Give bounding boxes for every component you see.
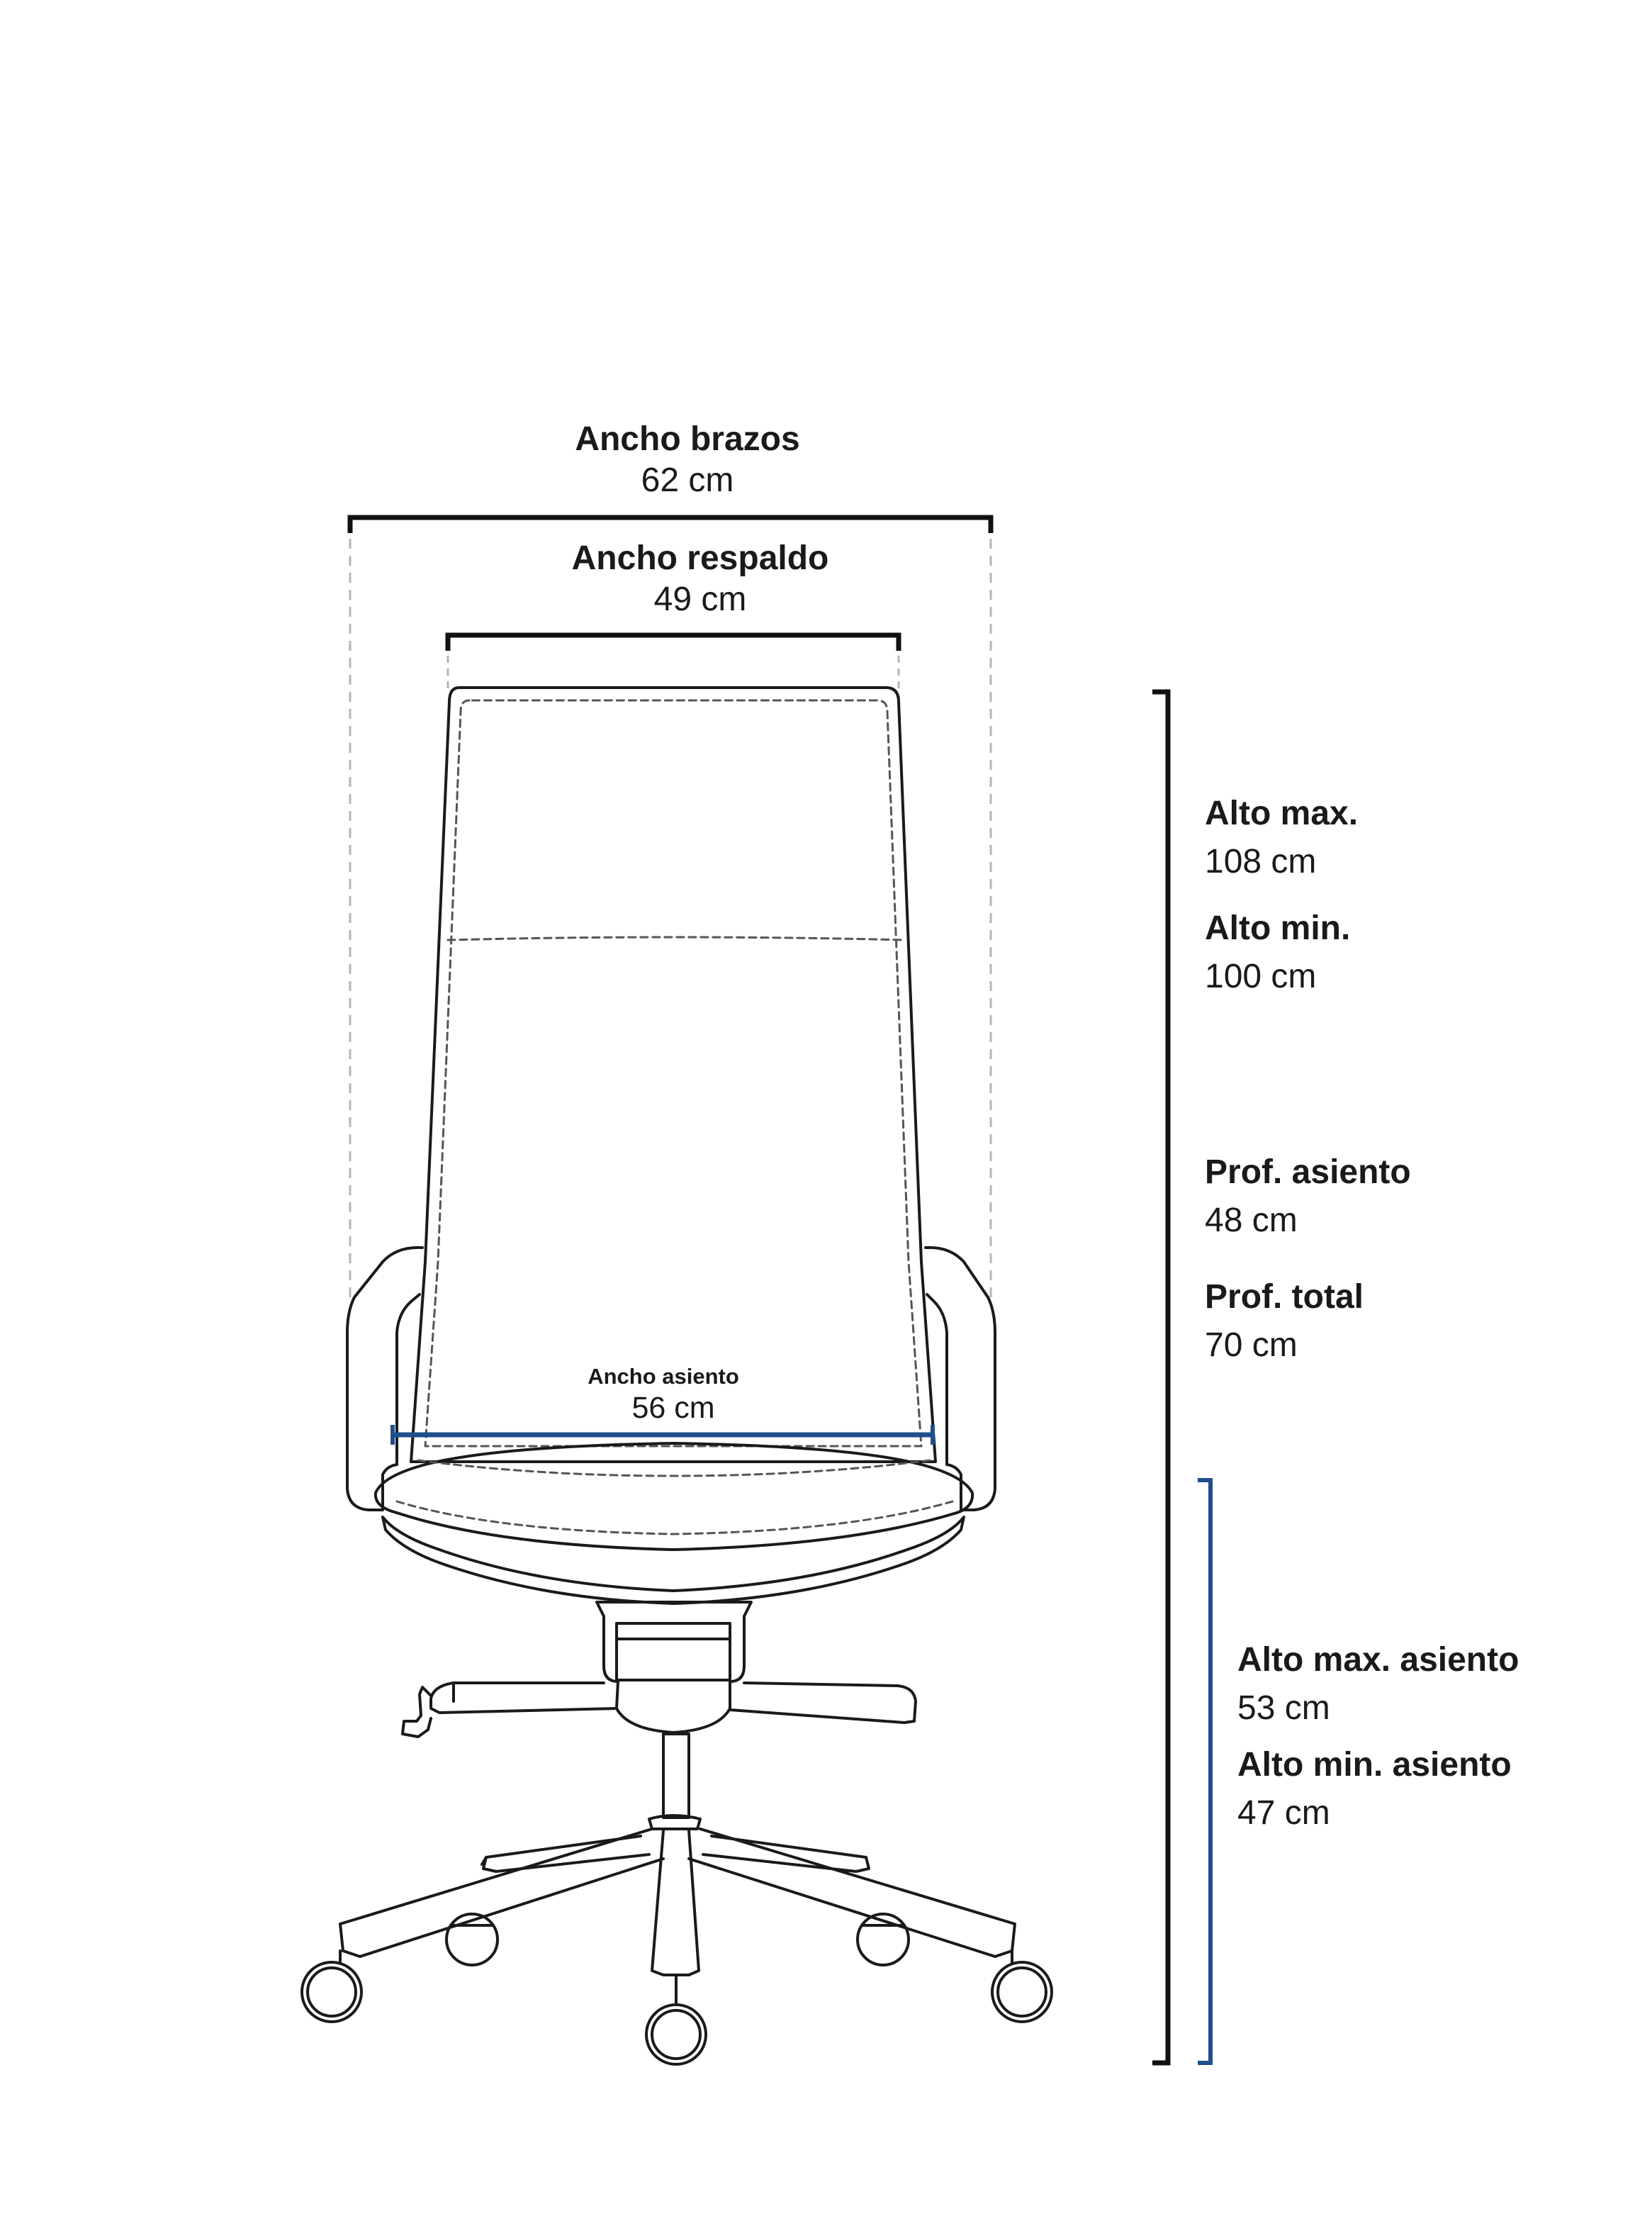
right-armrest	[924, 1246, 996, 1511]
caster-back-left	[445, 1913, 499, 1966]
mechanism	[595, 1601, 753, 1734]
seat-max-height-value: 53 cm	[1237, 1689, 1330, 1727]
seat-min-height-title: Alto min. asiento	[1237, 1746, 1512, 1784]
gas-cylinder	[662, 1733, 690, 1819]
base-leg-front	[651, 1829, 700, 1976]
height-lever	[401, 1686, 432, 1738]
caster-back-right	[856, 1913, 910, 1966]
seat-max-height-title: Alto max. asiento	[1237, 1641, 1519, 1679]
seat-cushion	[373, 1442, 974, 1551]
base-leg-right	[687, 1828, 1016, 1958]
seat-shell	[381, 1516, 965, 1605]
caster-front	[645, 2003, 707, 2066]
min-height-value: 100 cm	[1205, 958, 1317, 995]
chair-drawing	[300, 686, 1053, 2066]
base-leg-back-right	[702, 1835, 870, 1873]
seat-depth-value: 48 cm	[1205, 1202, 1298, 1239]
backrest-outline	[410, 686, 937, 1463]
caster-left	[300, 1961, 363, 2023]
arm-width-dimension	[347, 515, 994, 1304]
base-leg-left	[339, 1828, 665, 1958]
arm-width-title: Ancho brazos	[575, 420, 800, 458]
max-height-title: Alto max.	[1205, 795, 1359, 832]
total-depth-title: Prof. total	[1205, 1278, 1364, 1316]
back-width-value: 49 cm	[653, 581, 747, 618]
base-leg-back-left	[482, 1835, 651, 1873]
left-armrest	[346, 1246, 424, 1511]
seat-width-dimension	[390, 1425, 935, 1445]
back-width-dimension	[445, 632, 901, 691]
seat-width-title: Ancho asiento	[588, 1364, 739, 1389]
seat-width-value: 56 cm	[631, 1391, 715, 1425]
caster-right	[991, 1961, 1053, 2023]
back-width-title: Ancho respaldo	[571, 539, 829, 577]
seat-height-bracket	[1198, 1478, 1213, 2065]
total-depth-value: 70 cm	[1205, 1326, 1298, 1364]
arm-width-value: 62 cm	[641, 461, 734, 499]
seat-min-height-value: 47 cm	[1237, 1794, 1330, 1832]
min-height-title: Alto min.	[1205, 910, 1351, 947]
max-height-value: 108 cm	[1205, 843, 1317, 880]
total-height-bracket	[1152, 689, 1171, 2066]
seat-depth-title: Prof. asiento	[1205, 1153, 1411, 1191]
backrest-stitching	[424, 699, 923, 1448]
